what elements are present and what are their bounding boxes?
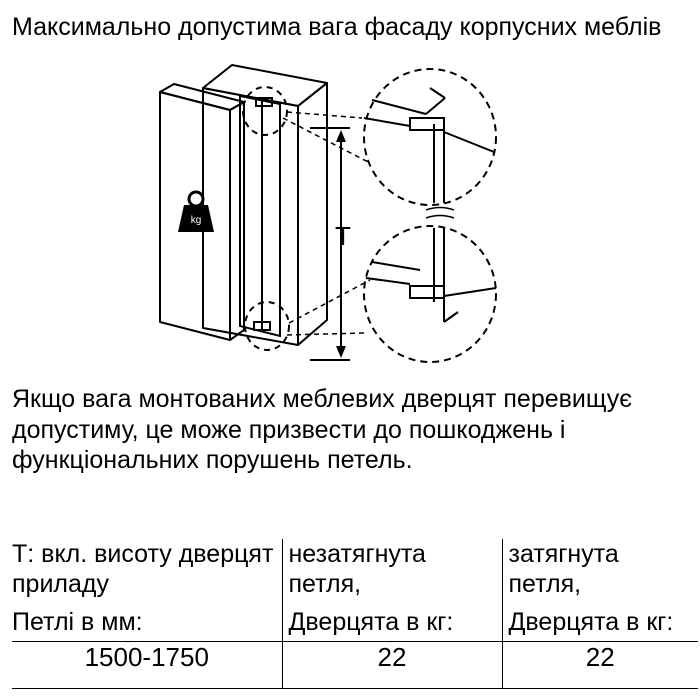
hinge-weight-table: Т: вкл. висоту дверцят приладу незатягну… bbox=[12, 539, 698, 689]
tightened-weight-cell: 22 bbox=[501, 641, 698, 689]
col-tightened-unit: Дверцята в кг: bbox=[501, 607, 698, 642]
detail-top bbox=[363, 68, 497, 206]
weight-icon-label: kg bbox=[191, 215, 202, 226]
col-untightened-header: незатягнута петля, bbox=[281, 539, 502, 607]
col-tightened-header: затягнута петля, bbox=[501, 539, 698, 607]
leader-lines bbox=[282, 111, 371, 336]
weight-icon: kg bbox=[178, 190, 214, 232]
col-height-header: Т: вкл. висоту дверцят приладу bbox=[12, 540, 274, 598]
page-title: Максимально допустима вага фасаду корпус… bbox=[12, 13, 662, 41]
detail-markers bbox=[242, 86, 290, 351]
col-untightened-unit: Дверцята в кг: bbox=[281, 607, 502, 642]
table-header-row: Т: вкл. висоту дверцят приладу незатягну… bbox=[12, 539, 698, 607]
hinge-weight-diagram: kg T bbox=[159, 64, 497, 363]
warning-text: Якщо вага монтованих меблевих дверцят пе… bbox=[12, 385, 632, 474]
height-dimension bbox=[310, 127, 350, 361]
col-height-unit: Петлі в мм: bbox=[12, 608, 143, 636]
height-range-cell: 1500-1750 bbox=[12, 641, 282, 689]
table-row: 1500-1750 22 22 bbox=[12, 641, 698, 689]
untightened-weight-cell: 22 bbox=[281, 641, 502, 689]
mounted-door bbox=[239, 94, 281, 338]
cabinet-body bbox=[202, 64, 328, 346]
break-marks bbox=[425, 206, 455, 219]
hinge-marks bbox=[253, 97, 273, 331]
detail-bottom bbox=[363, 225, 497, 363]
dimension-label: T bbox=[335, 221, 351, 251]
table-subheader-row: Петлі в мм: Дверцята в кг: Дверцята в кг… bbox=[12, 607, 698, 642]
